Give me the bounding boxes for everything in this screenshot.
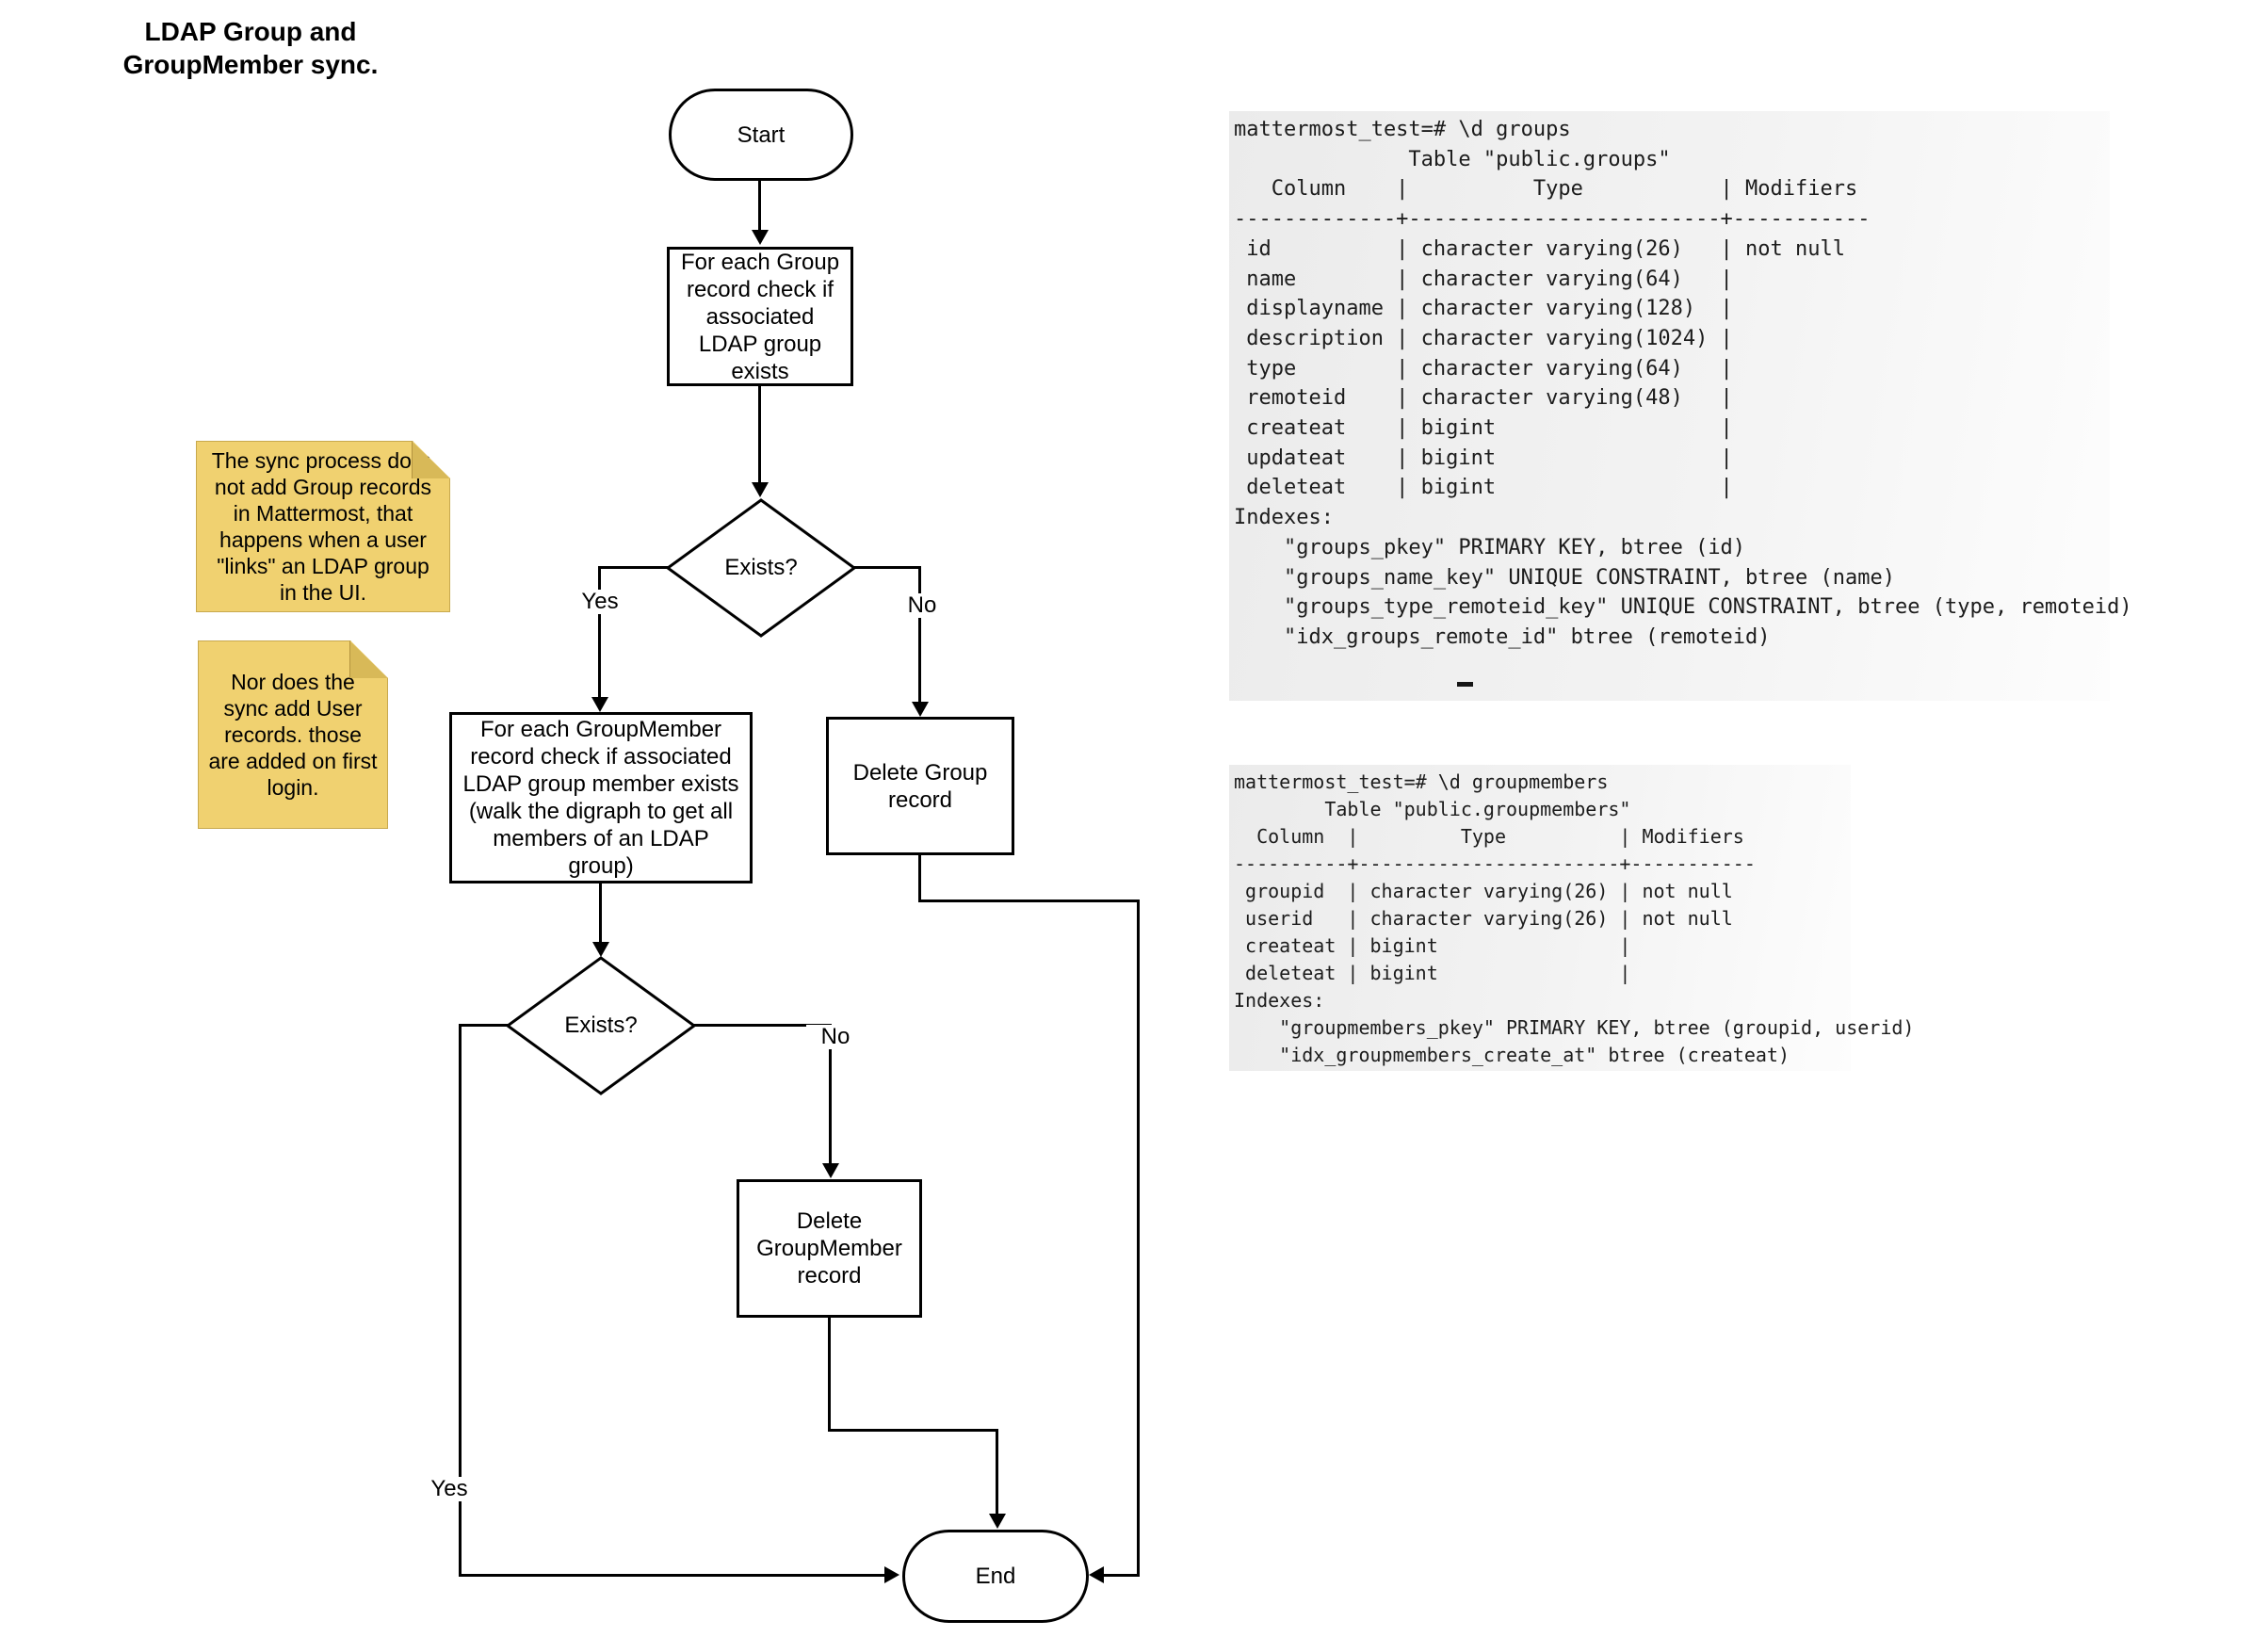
sticky-note-1: The sync process does not add Group reco… bbox=[196, 441, 450, 612]
connector-deletegroup-end bbox=[918, 900, 1140, 902]
decision2-no-label: No bbox=[806, 1025, 865, 1049]
connector-check-decision1 bbox=[758, 386, 761, 482]
terminal-groupmembers-background bbox=[1229, 765, 1851, 1071]
end-node-label: End bbox=[975, 1564, 1016, 1589]
arrowhead bbox=[1089, 1566, 1104, 1583]
arrowhead bbox=[912, 702, 929, 717]
delete-group-box: Delete Group record bbox=[826, 717, 1014, 855]
check-group-box: For each Group record check if associate… bbox=[667, 247, 853, 386]
decision1-yes-label: Yes bbox=[569, 590, 631, 614]
connector-start-check bbox=[758, 181, 761, 230]
arrowhead bbox=[822, 1163, 839, 1178]
delete-groupmember-box: Delete GroupMember record bbox=[737, 1179, 922, 1318]
connector-deletegm-end bbox=[996, 1429, 998, 1514]
connector-deletegm-end bbox=[828, 1429, 998, 1432]
check-groupmember-box: For each GroupMember record check if ass… bbox=[449, 712, 753, 883]
connector-deletegm-end bbox=[828, 1318, 831, 1432]
delete-groupmember-label: Delete GroupMember record bbox=[756, 1208, 902, 1289]
arrowhead bbox=[752, 482, 769, 497]
connector-decision2-yes bbox=[459, 1574, 884, 1577]
sticky-note-1-text: The sync process does not add Group reco… bbox=[211, 448, 435, 605]
decision2-yes-label: Yes bbox=[418, 1477, 480, 1501]
connector-deletegroup-end bbox=[1104, 1574, 1140, 1577]
decision1-label: Exists? bbox=[724, 555, 798, 580]
terminal-cursor bbox=[1457, 682, 1473, 687]
terminal-groups-background bbox=[1229, 111, 2110, 701]
arrowhead bbox=[592, 942, 609, 957]
terminal-groups-output: mattermost_test=# \d groups Table "publi… bbox=[1234, 118, 2132, 649]
connector-decision2-no bbox=[829, 1024, 832, 1163]
connector-decision2-no bbox=[694, 1024, 832, 1027]
arrowhead bbox=[591, 697, 608, 712]
connector-decision1-no bbox=[853, 566, 921, 569]
connector-checkgm-decision2 bbox=[599, 883, 602, 942]
connector-decision1-yes bbox=[598, 566, 601, 697]
connector-decision2-yes bbox=[459, 1024, 508, 1027]
connector-decision1-yes bbox=[599, 566, 669, 569]
connector-deletegroup-end bbox=[918, 855, 921, 902]
connector-deletegroup-end bbox=[1137, 900, 1140, 1576]
decision1-no-label: No bbox=[893, 593, 951, 618]
diagram-title: LDAP Group and GroupMember sync. bbox=[122, 17, 379, 79]
decision1-diamond: Exists? bbox=[665, 497, 857, 639]
arrowhead bbox=[752, 230, 769, 245]
check-groupmember-label: For each GroupMember record check if ass… bbox=[462, 717, 739, 879]
end-node: End bbox=[902, 1530, 1089, 1623]
connector-decision1-no bbox=[918, 566, 921, 702]
arrowhead bbox=[989, 1514, 1006, 1529]
sticky-note-2-text: Nor does the sync add User records. thos… bbox=[208, 670, 378, 800]
connector-decision2-yes bbox=[459, 1024, 462, 1577]
decision2-diamond: Exists? bbox=[505, 955, 697, 1096]
start-node: Start bbox=[669, 89, 853, 181]
start-node-label: Start bbox=[737, 122, 786, 148]
decision2-label: Exists? bbox=[564, 1013, 638, 1038]
sticky-note-2: Nor does the sync add User records. thos… bbox=[198, 640, 388, 829]
delete-group-label: Delete Group record bbox=[852, 759, 988, 813]
arrowhead bbox=[884, 1566, 899, 1583]
terminal-groupmembers-output: mattermost_test=# \d groupmembers Table … bbox=[1234, 770, 1915, 1066]
check-group-label: For each Group record check if associate… bbox=[680, 249, 840, 384]
